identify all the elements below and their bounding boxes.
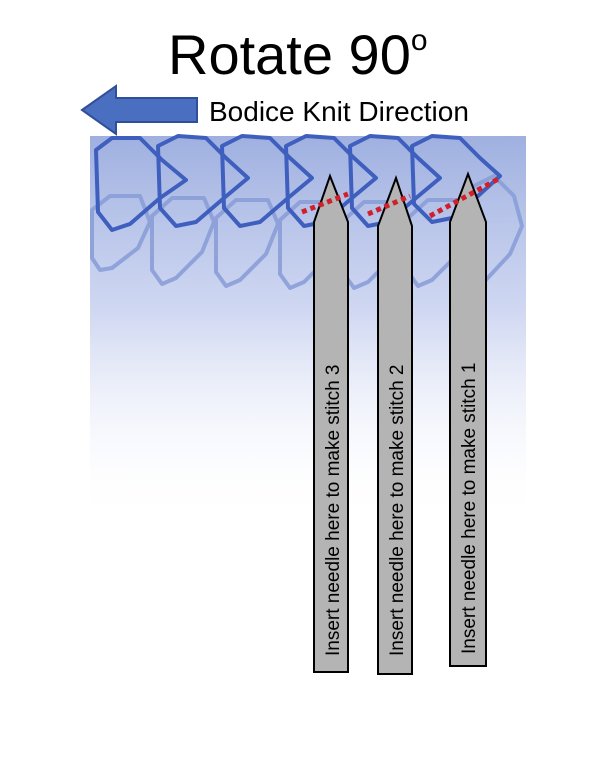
- stitch-row-front: [94, 134, 502, 232]
- stitch-marker-1: [428, 175, 502, 219]
- needle-label-3: Insert needle here to make stitch 1: [459, 363, 480, 655]
- stitch-front-4: [284, 134, 378, 228]
- knit-direction-arrow-icon: [80, 84, 198, 136]
- stitch-marker-2: [367, 193, 411, 217]
- stitch-front-1: [94, 136, 188, 232]
- stitch-front-2: [156, 134, 250, 228]
- page-title: Rotate 90o: [168, 23, 428, 86]
- stitch-back-1: [90, 194, 152, 272]
- stitch-markers: [301, 175, 502, 219]
- stitch-back-2: [150, 196, 216, 286]
- needle-2: Insert needle here to make stitch 2: [377, 175, 413, 675]
- title-superscript: o: [411, 24, 428, 57]
- needle-label-1: Insert needle here to make stitch 3: [323, 365, 344, 657]
- stitch-front-3: [220, 134, 314, 228]
- needle-3: Insert needle here to make stitch 1: [449, 171, 487, 667]
- stitch-front-5: [348, 134, 442, 228]
- knit-direction-label: Bodice Knit Direction: [209, 96, 469, 127]
- title-text: Rotate 90: [168, 23, 411, 86]
- needle-label-2: Insert needle here to make stitch 2: [387, 365, 408, 657]
- needle-1: Insert needle here to make stitch 3: [313, 173, 349, 673]
- stitch-back-3: [214, 198, 280, 288]
